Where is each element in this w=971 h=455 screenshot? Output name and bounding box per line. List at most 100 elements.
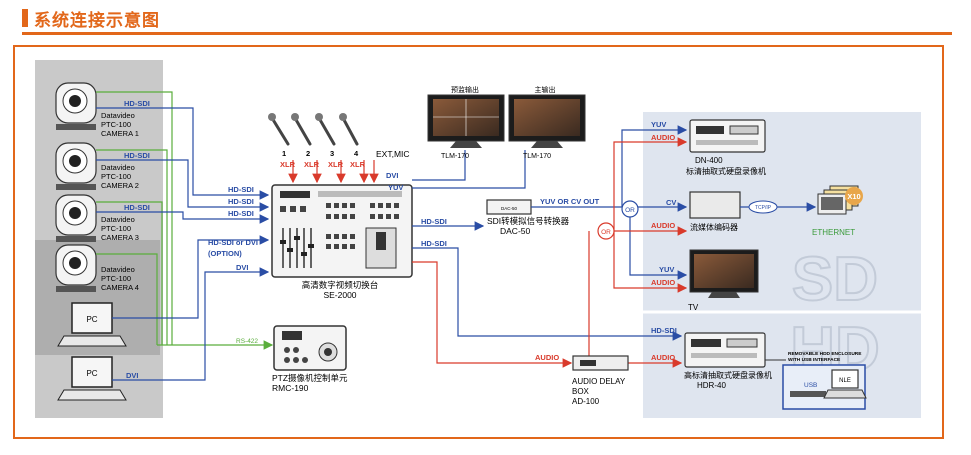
mic-4-xlr: XLR <box>350 160 366 169</box>
camera-1: Datavideo PTC-100 CAMERA 1 <box>55 82 139 138</box>
ext-mic-label: EXT,MIC <box>376 149 410 159</box>
switcher-name: 高清数字视频切换台 <box>302 280 379 290</box>
camera-1-id: CAMERA 1 <box>101 129 139 138</box>
nle-label: NLE <box>839 378 851 384</box>
switcher-se2000: 高清数字视频切换台 SE-2000 <box>271 184 413 300</box>
camera-4-model: Datavideo <box>101 265 135 274</box>
switcher-audio-line <box>412 261 573 368</box>
dac-badge: DAC-50 <box>501 206 518 211</box>
delay-line3: AD-100 <box>572 397 600 406</box>
switcher-input-option: (OPTION) <box>208 249 242 258</box>
hdr40-desc: 高标清抽取式硬盘录像机 <box>684 370 772 380</box>
streaming-audio-label: AUDIO <box>651 221 675 230</box>
dn400-desc: 标清抽取式硬盘录像机 <box>686 166 766 176</box>
camera-signal-labels: HD-SDI HD-SDI HD-SDI DVI HD-SDI HD-SDI H… <box>124 99 258 380</box>
or-audio-node: OR <box>597 222 615 240</box>
rmc-model: RMC-190 <box>272 383 309 393</box>
switcher-input-lines <box>96 107 270 381</box>
delay-audio-in-label: AUDIO <box>535 353 559 362</box>
or-video-label: OR <box>625 207 635 214</box>
dn400-model: DN-400 <box>695 156 723 165</box>
monitor-program-model: TLM-170 <box>523 153 551 160</box>
monitor-program: 主输出 TLM-170 <box>508 85 586 160</box>
removable-hdd-enclosure: REMOVABLE HDD ENCLOSURE WITH USB INTERFA… <box>765 351 867 410</box>
enclosure-label-2: WITH USB INTERFACE <box>788 357 841 363</box>
streaming-cv-label: CV <box>666 198 676 207</box>
camera-4: Datavideo PTC-100 CAMERA 4 <box>55 244 139 292</box>
camera-1-model: Datavideo <box>101 111 135 120</box>
or-audio-label: OR <box>601 229 611 236</box>
pc-lower-signal: DVI <box>126 371 139 380</box>
dn400-yuv-label: YUV <box>651 120 666 129</box>
switcher-input-2: HD-SDI <box>228 197 254 206</box>
hdr-40-recorder: HD-SDI AUDIO 高标清抽取式硬盘录像机 HDR-40 <box>651 326 772 390</box>
camera-1-name: PTC-100 <box>101 120 131 129</box>
mic-4-number: 4 <box>354 149 359 158</box>
camera-3: Datavideo PTC-100 CAMERA 3 <box>55 194 139 242</box>
mic-2-number: 2 <box>306 149 310 158</box>
dac-out-label: YUV OR CV OUT <box>540 197 600 206</box>
delay-line2: BOX <box>572 387 590 396</box>
camera-2-model: Datavideo <box>101 163 135 172</box>
camera-2-name: PTC-100 <box>101 172 131 181</box>
streaming-name: 流媒体编码器 <box>690 222 738 232</box>
pc-lower: PC <box>57 356 127 401</box>
switcher-output-lines <box>412 150 683 341</box>
rs422-lines <box>96 91 274 350</box>
switcher-input-4: HD-SDI or DVI <box>208 238 258 247</box>
monitor-program-label: 主输出 <box>535 85 556 94</box>
rmc-190-controller: PTZ摄像机控制单元 RMC-190 <box>272 325 348 393</box>
x10-badge: X10 <box>847 192 860 201</box>
pc-lower-label: PC <box>86 369 97 378</box>
switcher-out-yuv: YUV <box>388 183 403 192</box>
camera-2-id: CAMERA 2 <box>101 181 139 190</box>
ethernet-label: ETHERNET <box>812 228 855 237</box>
dac-name: SDI转模拟信号转换器 <box>487 216 570 226</box>
monitor-preview-label: 预监输出 <box>451 85 479 94</box>
camera-4-id: CAMERA 4 <box>101 283 139 292</box>
tv-yuv-label: YUV <box>659 265 674 274</box>
tv-display: YUV AUDIO TV <box>651 249 759 312</box>
microphones: 1 2 3 4 XLR XLR XLR XLR EXT,MIC <box>268 113 410 184</box>
switcher-input-1: HD-SDI <box>228 185 254 194</box>
monitor-preview-model: TLM-170 <box>441 153 469 160</box>
mic-3-number: 3 <box>330 149 334 158</box>
hdr40-audio-label: AUDIO <box>651 353 675 362</box>
camera-3-id: CAMERA 3 <box>101 233 139 242</box>
tv-label: TV <box>688 303 699 312</box>
streaming-encoder: CV AUDIO 流媒体编码器 TCP/IP X10 ETHERNET <box>651 185 863 237</box>
switcher-model: SE-2000 <box>323 290 356 300</box>
mic-1-xlr: XLR <box>280 160 296 169</box>
mic-3-xlr: XLR <box>328 160 344 169</box>
title-accent-bar <box>22 9 28 27</box>
video-distribution <box>605 125 688 280</box>
pc-upper-label: PC <box>86 315 97 324</box>
audio-delay-box: AUDIO AUDIO DELAY BOX AD-100 <box>535 353 629 406</box>
dn-400-recorder: YUV AUDIO DN-400 标清抽取式硬盘录像机 <box>651 119 766 176</box>
mic-2-xlr: XLR <box>304 160 320 169</box>
hdr40-hdsdi-label: HD-SDI <box>651 326 677 335</box>
tv-audio-label: AUDIO <box>651 278 675 287</box>
enclosure-label-1: REMOVABLE HDD ENCLOSURE <box>788 351 862 357</box>
mic-1-number: 1 <box>282 149 286 158</box>
camera-1-signal: HD-SDI <box>124 99 150 108</box>
switcher-input-dvi: DVI <box>236 263 249 272</box>
hdr40-model: HDR-40 <box>697 381 726 390</box>
switcher-out-hdsdi-1: HD-SDI <box>421 217 447 226</box>
camera-4-name: PTC-100 <box>101 274 131 283</box>
rmc-name: PTZ摄像机控制单元 <box>272 373 348 383</box>
diagram-frame <box>13 45 944 439</box>
delay-line1: AUDIO DELAY <box>572 377 626 386</box>
rs422-label: RS-422 <box>236 338 258 345</box>
camera-2-signal: HD-SDI <box>124 151 150 160</box>
watermark-sd: SD <box>792 245 878 314</box>
dn400-audio-label: AUDIO <box>651 133 675 142</box>
dac-model: DAC-50 <box>500 226 531 236</box>
usb-label: USB <box>804 382 817 389</box>
page-title: 系统连接示意图 <box>34 11 160 30</box>
or-video-node: OR <box>621 200 639 218</box>
switcher-input-3: HD-SDI <box>228 209 254 218</box>
switcher-out-dvi: DVI <box>386 171 399 180</box>
tcpip-label: TCP/IP <box>755 205 772 211</box>
